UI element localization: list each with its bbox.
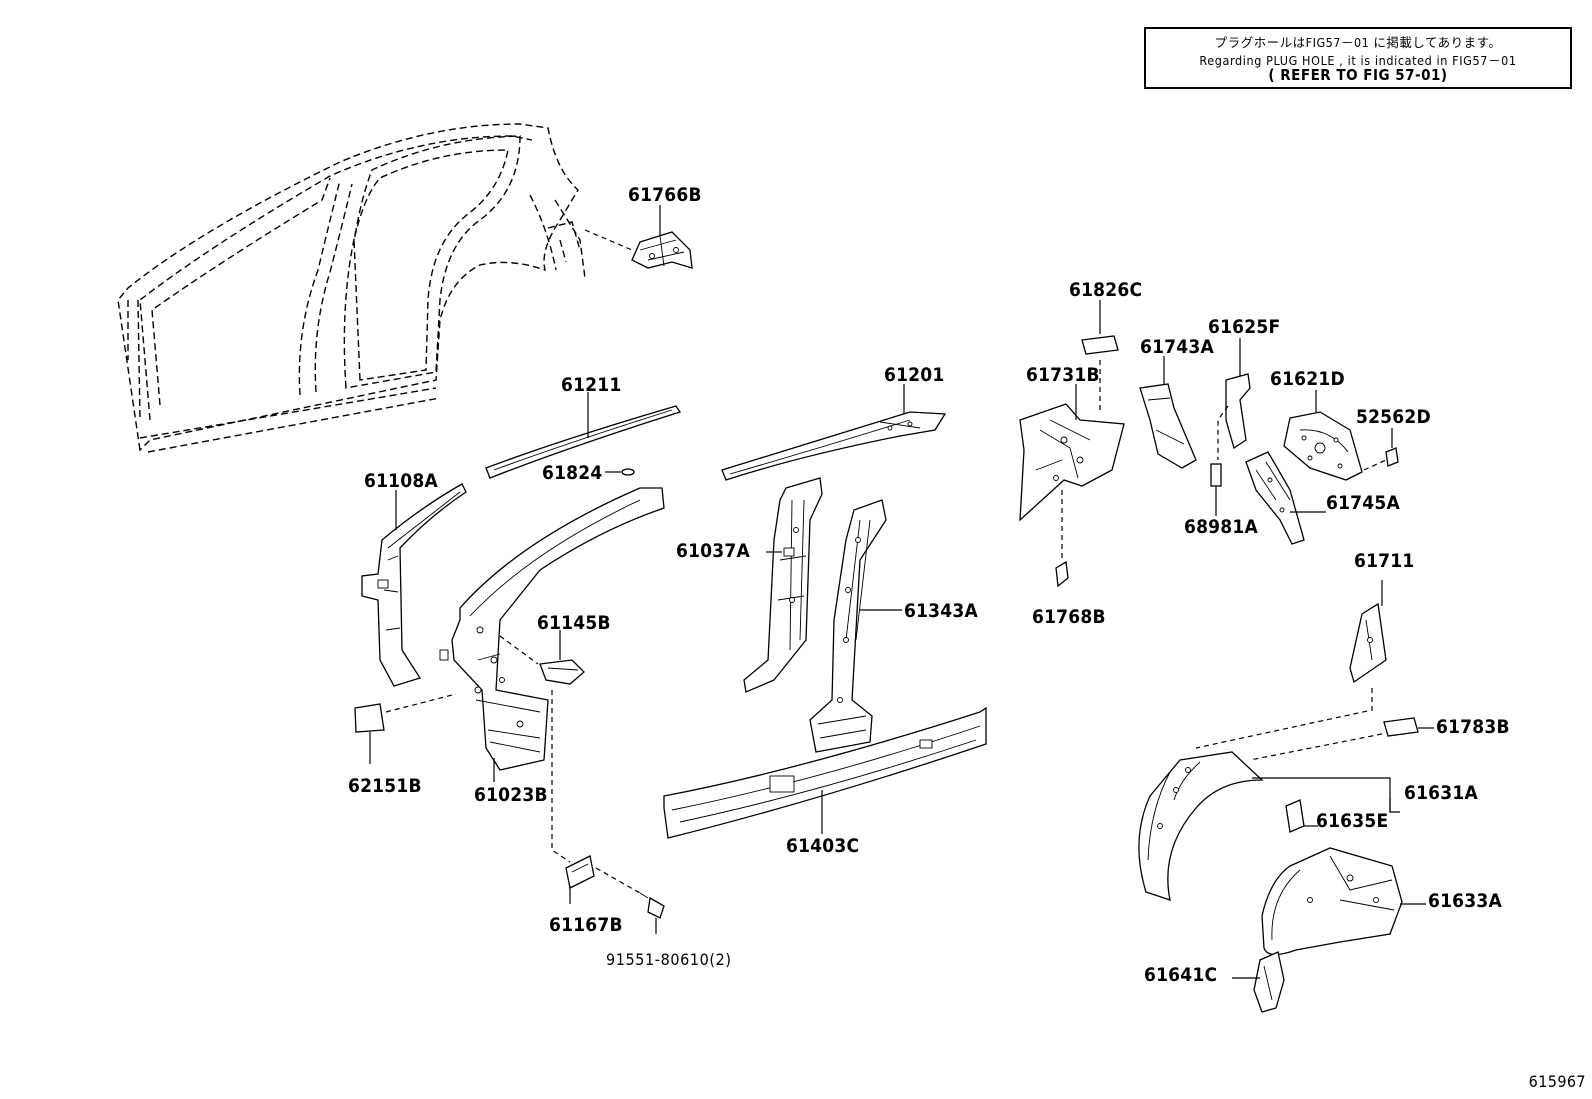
label-61211[interactable]: 61211 <box>561 374 622 396</box>
label-52562D[interactable]: 52562D <box>1356 406 1431 428</box>
label-61631A[interactable]: 61631A <box>1404 782 1478 804</box>
note-japanese-text: プラグホールはFIG57－01 に掲載してあります。 <box>1214 35 1502 50</box>
label-61145B[interactable]: 61145B <box>537 612 611 634</box>
note-english-text: Regarding PLUG HOLE , it is indicated in… <box>1199 53 1517 68</box>
label-61633A[interactable]: 61633A <box>1428 890 1502 912</box>
label-61167B[interactable]: 61167B <box>549 914 623 936</box>
part-61167B-bracket <box>551 690 595 904</box>
part-61826C-pad <box>1081 300 1119 355</box>
part-61037A-center-pillar <box>743 477 823 693</box>
note-reference-text: ( REFER TO FIG 57-01) <box>1268 66 1448 84</box>
label-61201[interactable]: 61201 <box>884 364 945 386</box>
part-61743A-panel <box>1139 356 1197 469</box>
label-61641C[interactable]: 61641C <box>1144 964 1218 986</box>
part-61731B-quarter-inner <box>1019 360 1125 560</box>
label-61711[interactable]: 61711 <box>1354 550 1415 572</box>
label-61621D[interactable]: 61621D <box>1270 368 1345 390</box>
part-61783B-pad <box>1249 717 1434 761</box>
part-61633A-wheelhouse-inner <box>1261 847 1426 956</box>
part-52562D-fastener <box>1363 428 1399 471</box>
label-61766B[interactable]: 61766B <box>628 184 702 206</box>
part-61023B-hinge-pillar <box>439 487 665 782</box>
part-61108A-pillar <box>361 483 467 687</box>
part-61631A-wheelhouse <box>1138 751 1400 901</box>
label-61783B[interactable]: 61783B <box>1436 716 1510 738</box>
part-61343A-center-pillar-outer <box>809 499 902 753</box>
part-61211-roof-rail <box>485 392 682 479</box>
label-68981A[interactable]: 68981A <box>1184 516 1258 538</box>
part-61635E-bracket <box>1285 799 1318 833</box>
label-61743A[interactable]: 61743A <box>1140 336 1214 358</box>
body-side-outline <box>117 123 586 453</box>
label-91551-80610[interactable]: 91551-80610(2) <box>606 950 732 969</box>
label-61635E[interactable]: 61635E <box>1316 810 1389 832</box>
label-61037A[interactable]: 61037A <box>676 540 750 562</box>
part-61201-rail-inner <box>721 384 947 481</box>
part-61766B-bracket <box>584 205 693 269</box>
label-61731B[interactable]: 61731B <box>1026 364 1100 386</box>
part-62151B-pad <box>354 693 457 764</box>
label-61403C[interactable]: 61403C <box>786 835 860 857</box>
label-61824[interactable]: 61824 <box>542 462 603 484</box>
label-61343A[interactable]: 61343A <box>904 600 978 622</box>
part-61403C-rocker <box>663 706 987 839</box>
label-61108A[interactable]: 61108A <box>364 470 438 492</box>
part-61625F-bracket <box>1217 338 1251 460</box>
label-61023B[interactable]: 61023B <box>474 784 548 806</box>
part-68981A-clip <box>1210 463 1222 516</box>
label-61768B[interactable]: 61768B <box>1032 606 1106 628</box>
label-61625F[interactable]: 61625F <box>1208 316 1281 338</box>
part-61145B-reinforcement <box>499 630 585 685</box>
part-61711-quarter-lower <box>1195 580 1387 749</box>
figure-id: 615967 <box>1528 1072 1586 1091</box>
label-62151B[interactable]: 62151B <box>348 775 422 797</box>
reference-note-box: プラグホールはFIG57－01 に掲載してあります。 Regarding PLU… <box>1144 27 1572 89</box>
label-61745A[interactable]: 61745A <box>1326 492 1400 514</box>
part-61641C-bracket <box>1232 951 1285 1013</box>
part-61768B-clip <box>1055 560 1069 588</box>
part-61745A-brace <box>1245 451 1326 545</box>
label-61826C[interactable]: 61826C <box>1069 279 1143 301</box>
part-61621D-cap <box>1283 390 1363 481</box>
part-91551-bolt <box>595 867 665 934</box>
part-61824-seal <box>605 468 635 476</box>
